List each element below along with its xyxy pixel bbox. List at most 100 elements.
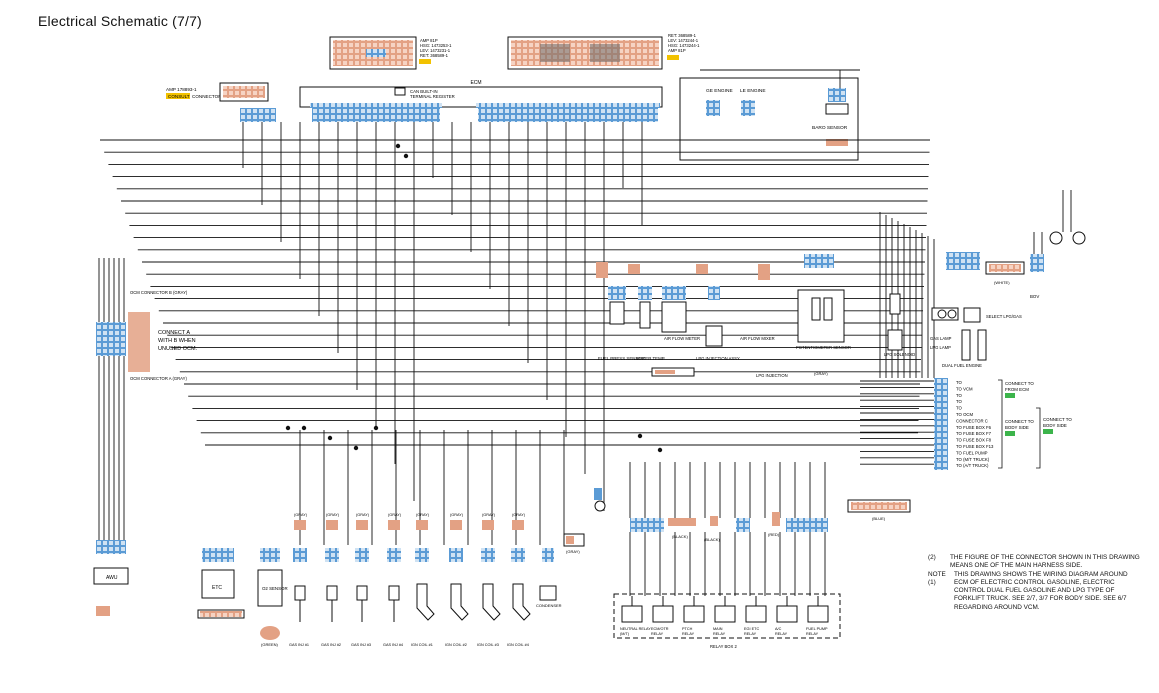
terminal-group1-1: CONNECT TO (1005, 381, 1034, 386)
notes: (2) THE FIGURE OF THE CONNECTOR SHOWN IN … (928, 554, 1140, 612)
device-connector (387, 548, 401, 562)
terminal-row: TO (A/T TRUCK) (956, 463, 989, 468)
relay-label-line-2: RELAY (744, 632, 757, 636)
note2-lead: (2) (928, 554, 936, 561)
device-label: GAS INJ #1 (289, 643, 309, 647)
wire-harness (98, 69, 1072, 596)
ecm-conn-left-l1: AMP 81P (420, 38, 438, 43)
relay-label-line-1: EGI ETC (744, 627, 759, 631)
connector-plug (482, 520, 494, 530)
black-tag-2: (BLACK) (704, 537, 720, 542)
lpg-injection-assy: LPG INJECTION ASSY (696, 356, 740, 361)
terminal-block: CONNECT TO FROM ECM CONNECT TO BODY SIDE… (934, 378, 1072, 470)
terminal-row: TO (956, 380, 963, 385)
note1-text: THIS DRAWING SHOWS THE WIRING DIAGRAM AR… (954, 570, 1128, 611)
blue-tag: (BLUE) (872, 516, 886, 521)
potentiometer-sensor: POTENTIOMETER SENSOR (796, 345, 851, 350)
device-label: IGN COIL #1 (411, 643, 433, 647)
relay-body (714, 605, 736, 623)
connector-plug (416, 520, 428, 530)
condenser-label: CONDENSER (536, 603, 562, 608)
red-tag: (RED) (768, 532, 780, 537)
terminal-group1-2: FROM ECM (1005, 387, 1029, 392)
relay-label-line-1: A/C (775, 627, 782, 631)
fuel-press-sensor: FUEL PRESS SENSOR (598, 356, 645, 361)
connector-plug (294, 520, 306, 530)
page-title: Electrical Schematic (7/7) (38, 13, 202, 29)
ocm-conn-a: OCM CONNECTOR A (GRAY) (130, 376, 187, 381)
relay-label-line-1: NEUTRAL RELAY (620, 627, 651, 631)
terminal-row: TO FUSE BOX F13 (956, 444, 994, 449)
gray-tag-misc: (GRAY) (566, 549, 580, 554)
bov: BOV (1030, 294, 1039, 299)
sensor-block: FUEL PRESS SENSOR WATER TEMP AIR FLOW ME… (596, 231, 1086, 378)
device-label: GAS INJ #3 (351, 643, 371, 647)
ecm-conn-right-l2: LEV: 1473244-1 (668, 38, 699, 43)
ecm-pin-connectors (240, 108, 658, 122)
relay-body (776, 605, 798, 623)
lpg-lamp: LPG LAMP (930, 345, 951, 350)
relay-label-line-1: FUEL PUMP (806, 627, 828, 631)
device-label: IGN COIL #4 (507, 643, 529, 647)
device-connector (293, 548, 307, 562)
terminal-row: TO (956, 406, 963, 411)
gray-tag: (GRAY) (512, 513, 526, 517)
relay-body (652, 605, 674, 623)
consult-connector: AMP 178893-1 CONSULT CONNECTOR (166, 82, 269, 102)
lpg-injection: LPG INJECTION (756, 373, 788, 378)
terminal-row: TO (956, 399, 963, 404)
select-lpg-gas: SELECT LPG/GAS (986, 314, 1022, 319)
connector-plug (512, 520, 524, 530)
relay-body (807, 605, 829, 623)
relay-box: RELAY BOX 2 (613, 593, 841, 649)
terminal-row: CONNECTOR C (956, 418, 988, 423)
can-builtin-1: CAN BUILT-IN (410, 89, 438, 94)
ocm-note-1: CONNECT A (158, 330, 190, 336)
terminal-row: TO (956, 393, 963, 398)
gray-tag-pot: (GRAY) (814, 371, 828, 376)
engine-connectors: GE ENGINE LE ENGINE BARO SENSOR (679, 77, 859, 161)
injector-body (356, 585, 368, 601)
device-connector (449, 548, 463, 562)
black-tag-1: (BLACK) (672, 534, 688, 539)
terminal-row: TO FUSE BOX F8 (956, 438, 992, 443)
ecm-conn-left-l3: LEV: 1473231-1 (420, 48, 451, 53)
awu: AWU (106, 575, 118, 581)
ecm-connector-right: RET: 368589-1 LEV: 1473244-1 HSG: 147324… (507, 33, 700, 70)
lpg-solenoid: LPG SOLENOID (884, 352, 915, 357)
note2-text: THE FIGURE OF THE CONNECTOR SHOWN IN THI… (950, 554, 1140, 570)
terminal-row: TO FUSE BOX F7 (956, 431, 992, 436)
terminal-row: TO OCM (956, 412, 974, 417)
connector-plug (388, 520, 400, 530)
ge-engine: GE ENGINE (706, 88, 733, 94)
dual-fuel-engine: DUAL FUEL ENGINE (942, 363, 982, 368)
relay-items: NEUTRAL RELAY(M/T)ECM/OTRRELAYPTCHRELAYM… (620, 596, 829, 636)
ign-coil-body (450, 583, 469, 621)
connector-plug (326, 520, 338, 530)
ocm-connectors: OCM CONNECTOR B (GRAY) OCM CONNECTOR A (… (96, 290, 198, 381)
ecm-conn-right-l1: RET: 368589-1 (668, 33, 697, 38)
gray-tag: (GRAY) (388, 513, 402, 517)
injector-body (326, 585, 338, 601)
terminal-row: TO VCM (956, 386, 973, 391)
device-connector (481, 548, 495, 562)
terminal-group3-2: BODY SIDE (1043, 423, 1067, 428)
terminal-group2-1: CONNECT TO (1005, 419, 1034, 424)
le-engine: LE ENGINE (740, 88, 766, 94)
relay-label-line-1: ECM/OTR (651, 627, 669, 631)
baro-sensor: BARO SENSOR (812, 125, 848, 131)
white-tag: (WHITE) (994, 280, 1010, 285)
relay-label-line-2: RELAY (806, 632, 819, 636)
condenser-body (539, 585, 557, 601)
condenser-connector (542, 548, 554, 562)
ign-coil-body (416, 583, 435, 621)
ocm-note-2: WITH B WHEN (158, 338, 196, 344)
can-builtin-2: TERMINAL REGISTER (410, 94, 455, 99)
injector-body (388, 585, 400, 601)
terminal-row: TO FUSE BOX F6 (956, 425, 992, 430)
connector-plug (450, 520, 462, 530)
consult-part: AMP 178893-1 (166, 87, 197, 92)
gray-tag: (GRAY) (356, 513, 370, 517)
